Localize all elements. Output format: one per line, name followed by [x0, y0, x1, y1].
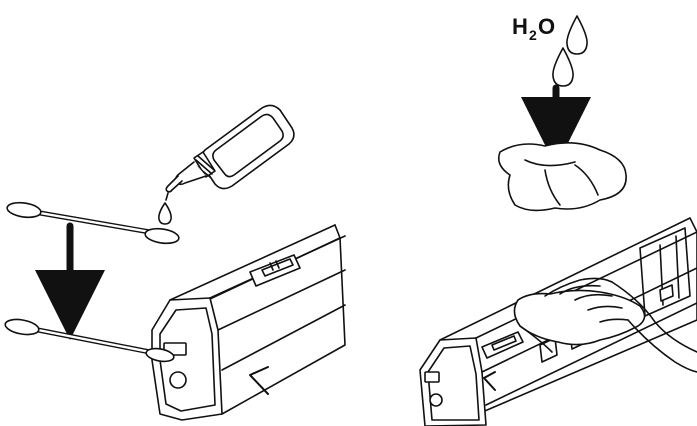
water-drop-upper-icon — [567, 16, 587, 54]
left-panel — [4, 105, 345, 420]
h2o-label: H 2 O — [512, 14, 555, 43]
cloth-icon — [499, 143, 626, 211]
h2o-o: O — [538, 14, 555, 39]
cotton-swab-top-icon — [6, 201, 180, 246]
slot-icon — [425, 372, 439, 382]
dropper-bottle-icon — [166, 105, 294, 200]
port-circle-icon — [170, 372, 186, 388]
drop-icon — [159, 203, 171, 224]
cotton-swab-bottom-icon — [4, 317, 175, 363]
water-drop-lower-icon — [553, 48, 573, 86]
device-body-left — [152, 225, 345, 420]
port-circle-icon — [430, 394, 442, 406]
h2o-subscript: 2 — [529, 27, 537, 43]
right-panel: H 2 O — [420, 14, 697, 426]
h2o-h: H — [512, 14, 528, 39]
